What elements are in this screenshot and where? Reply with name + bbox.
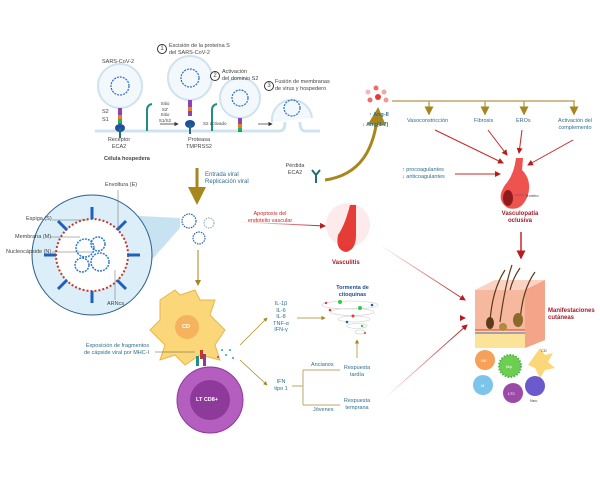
rna-label: ARNcs — [107, 301, 125, 307]
sars-cov-2-label: SARS-CoV-2 — [102, 59, 135, 65]
cytokine-particles — [217, 349, 234, 359]
coagulation-label: ↑ procoagulantes↓ anticoagulantes — [402, 167, 445, 180]
virus-icons — [97, 55, 313, 123]
ace2-receptor-icon — [311, 169, 321, 183]
ace2-loss-arrow — [324, 107, 386, 182]
small-viruses — [181, 213, 215, 245]
rna-icons — [110, 68, 301, 117]
thrombus-label: Trombo — [525, 193, 539, 198]
cell-neu-label: Neu — [530, 398, 538, 403]
step-1-badge: 1 — [157, 44, 167, 54]
immune-cell-icons — [473, 348, 555, 403]
envelope-label: Envoltura (E) — [105, 182, 138, 188]
s2-label: S2 — [102, 109, 109, 115]
nucleocapsid-label: Nucleocápside (N) — [6, 249, 52, 255]
raas-branches — [392, 100, 579, 116]
angiotensin-dots — [365, 85, 389, 103]
s1-label: S1 — [102, 117, 109, 123]
s2-active-label: S2 activado — [203, 121, 227, 126]
spike-label: Espiga (S) — [26, 216, 52, 222]
effect-vasoconstriction: Vasoconstricción — [407, 118, 449, 124]
elderly-label: Ancianos — [311, 362, 334, 368]
vasculitis-vessel-icon — [337, 205, 356, 252]
virion-spikes — [44, 207, 140, 303]
cytokine-storm-icon — [321, 300, 379, 335]
virion-leader-lines — [50, 190, 119, 300]
step-2-badge: 2 — [210, 71, 220, 81]
ang2-label: ↑ Ang-II — [369, 112, 389, 118]
cell-cd-label: CD — [541, 348, 547, 353]
host-cell-label: Célula hospedera — [104, 156, 150, 162]
host-membrane — [95, 121, 320, 133]
cell-nk-label: NK — [481, 358, 487, 363]
spike-proteins — [115, 100, 242, 138]
cell-ltc-label: LTC — [508, 391, 516, 396]
young-label: Jóvenes — [313, 407, 334, 413]
cell-m-label: M — [481, 383, 485, 388]
vasculitis-label: Vasculitis — [332, 260, 360, 266]
ang17-label: ↓ Ang(1-7) — [362, 122, 389, 128]
step-3-badge: 3 — [264, 81, 274, 91]
lt-cd8-label: LT CD8+ — [196, 397, 219, 403]
effect-ros: EROs — [516, 118, 531, 124]
red-arrows — [239, 129, 574, 399]
skin-section-icon — [475, 264, 545, 348]
age-branch-lines — [292, 369, 340, 406]
effect-fibrosis: Fibrosis — [474, 118, 494, 124]
cell-macrophage-label: Mφ — [506, 364, 512, 369]
membrane-label: Membrana (M) — [15, 234, 52, 240]
cd-label: CD — [182, 324, 190, 330]
